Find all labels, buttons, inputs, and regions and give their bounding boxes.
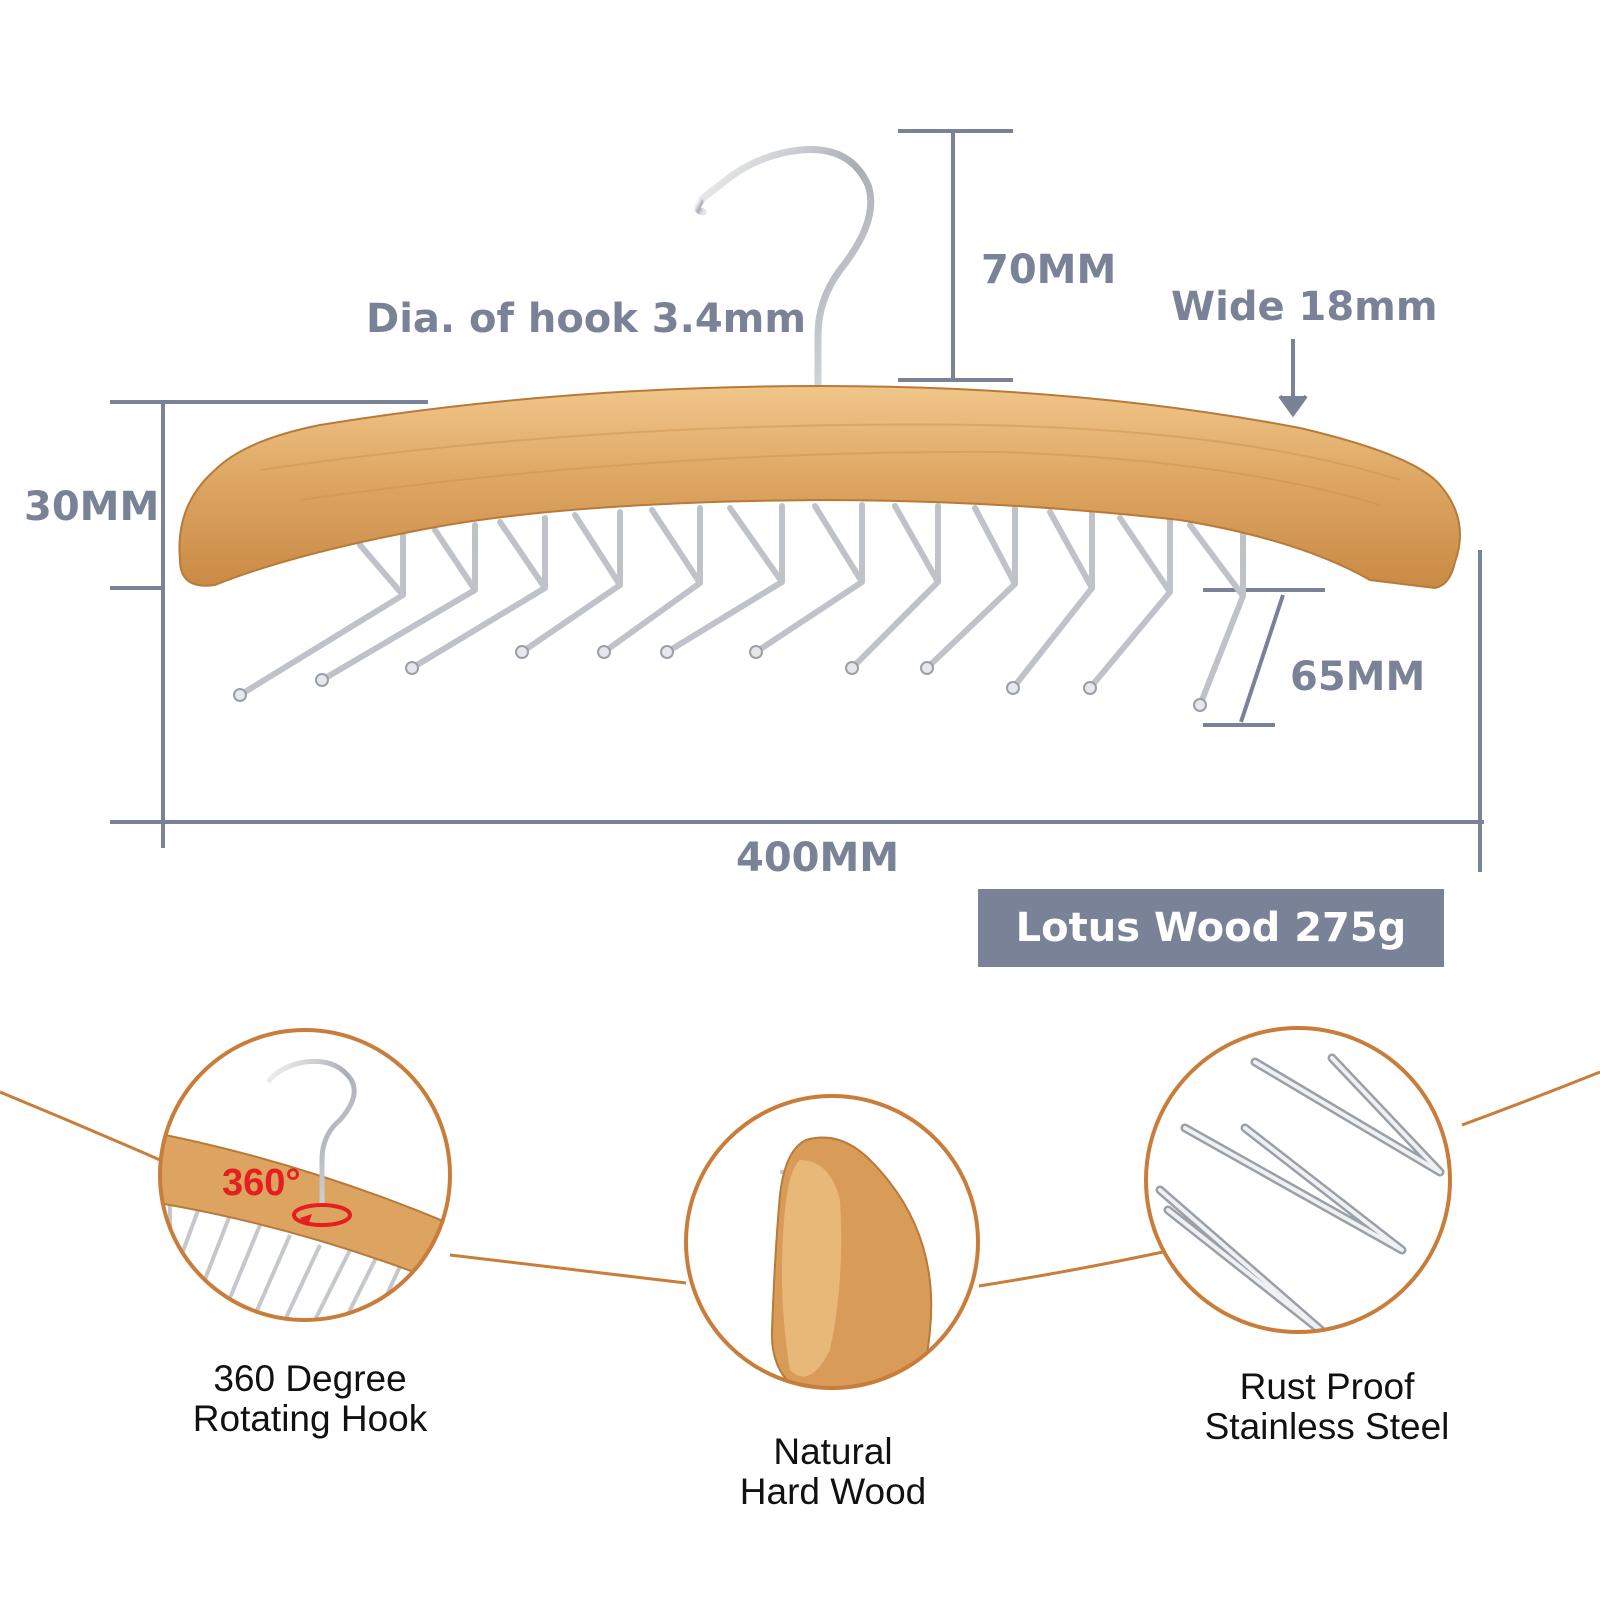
bar-height-label: 30MM: [24, 484, 160, 530]
hook-height-label: 70MM: [981, 247, 1117, 293]
feature-caption-line: Stainless Steel: [1204, 1406, 1450, 1447]
feature-caption-stainless-steel: Rust Proof Stainless Steel: [1147, 1367, 1507, 1447]
feature-caption-rotating-hook: 360 Degree Rotating Hook: [130, 1359, 490, 1439]
feature-caption-line: Rust Proof: [1239, 1366, 1415, 1407]
dimension-lines: [110, 129, 1484, 872]
feature-caption-hard-wood: Natural Hard Wood: [653, 1432, 1013, 1512]
rotation-degree-callout: 360°: [222, 1162, 301, 1204]
feature-caption-line: Rotating Hook: [192, 1398, 428, 1439]
width-label: Wide 18mm: [1171, 284, 1438, 330]
feature-caption-line: Natural: [773, 1431, 893, 1472]
hanger-hook: [694, 145, 875, 392]
length-label: 400MM: [736, 835, 900, 881]
steel-hook-tips: [233, 645, 1207, 712]
hook-length-label: 65MM: [1290, 654, 1426, 700]
material-badge: Lotus Wood 275g: [978, 889, 1444, 967]
feature-circle-hard-wood: [684, 1094, 980, 1390]
connector-curve: [0, 1070, 1600, 1288]
wooden-bar: [178, 384, 1461, 590]
feature-caption-line: Hard Wood: [739, 1471, 927, 1512]
feature-circle-rotating-hook: [158, 1028, 452, 1322]
steel-rack-hooks: [237, 502, 1246, 708]
feature-caption-line: 360 Degree: [213, 1358, 407, 1399]
wood-grain: [259, 423, 1401, 506]
hook-diameter-label: Dia. of hook 3.4mm: [366, 296, 807, 342]
feature-circle-stainless-steel: [1144, 1026, 1452, 1334]
